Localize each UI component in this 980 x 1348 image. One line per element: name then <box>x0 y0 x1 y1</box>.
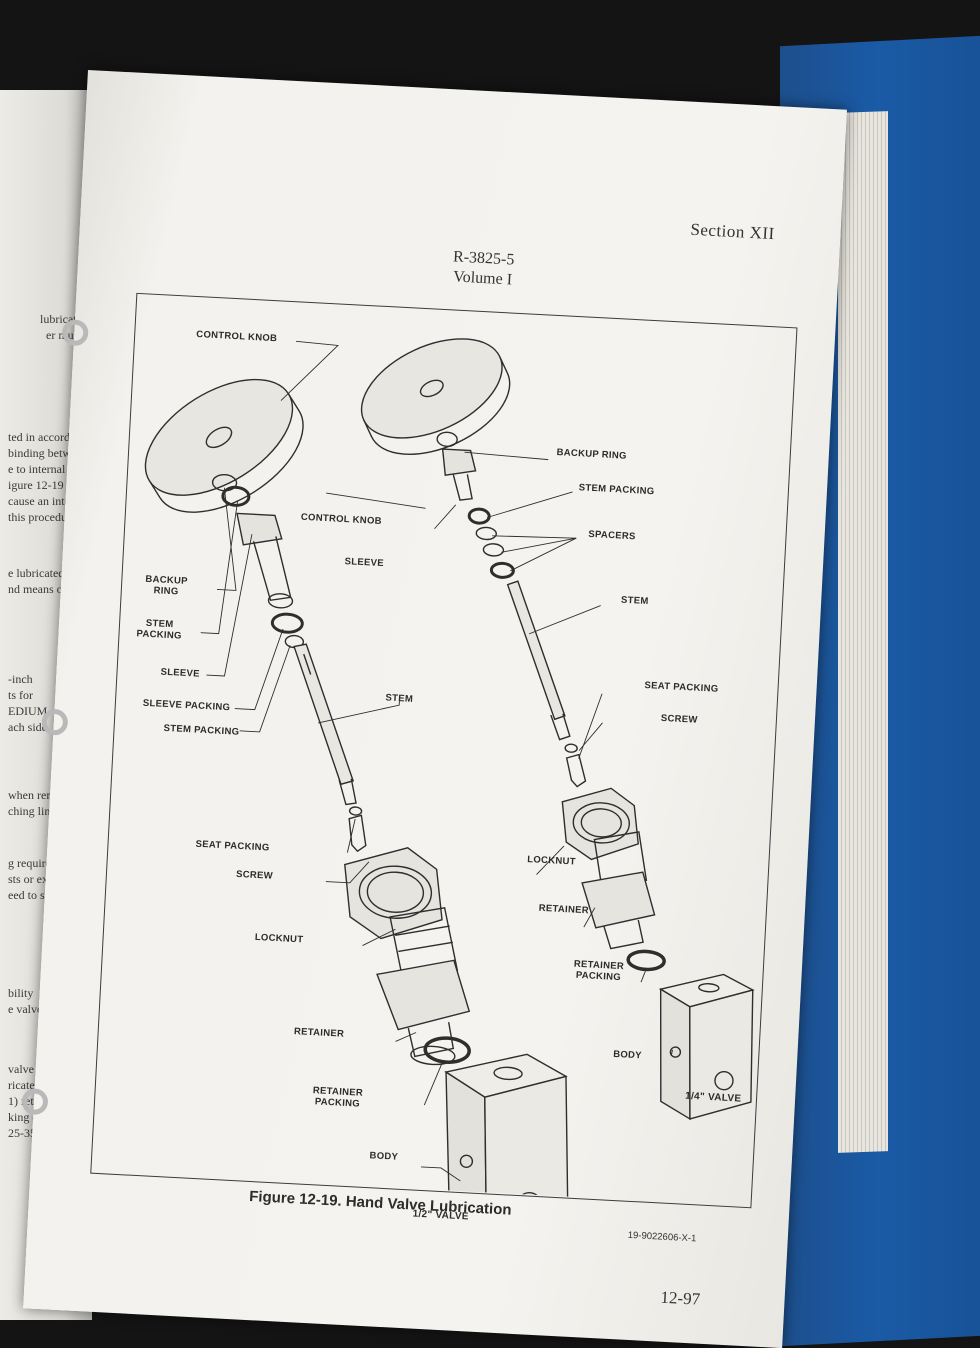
document-page: Section XII R-3825-5 Volume I <box>21 70 847 1348</box>
left-text-line: igure 12-19 for <box>8 478 81 492</box>
spacer-drawing <box>489 561 515 579</box>
stem-packing-right-drawing <box>467 507 491 525</box>
callout-sleeve-right: SLEEVE <box>344 556 385 570</box>
left-text-line: e valve <box>8 1002 43 1016</box>
stem-packing-left-drawing <box>221 485 251 507</box>
retainer-packing-right-drawing <box>626 949 666 972</box>
left-text-line: -inch <box>8 672 33 686</box>
exploded-view-drawing <box>144 338 755 1207</box>
callout-retainer-packing-left: RETAINER PACKING <box>312 1085 364 1110</box>
retainer-right-drawing <box>581 831 656 950</box>
seat-packing-right-drawing <box>564 743 578 753</box>
document-title: R-3825-5 Volume I <box>407 245 559 293</box>
left-text-line: bility <box>8 986 34 1000</box>
control-knob-left-drawing <box>144 378 304 513</box>
page-number: 12-97 <box>660 1287 701 1309</box>
binder-ring <box>21 1087 49 1116</box>
callout-sleeve-left: SLEEVE <box>160 666 201 680</box>
binder-ring <box>41 708 69 736</box>
callout-retainer-packing-right: RETAINER PACKING <box>573 958 625 984</box>
stem-left-drawing <box>293 643 357 806</box>
retainer-packing-left-drawing <box>423 1036 471 1064</box>
sleeve-left-drawing <box>236 512 294 609</box>
sleeve-packing-drawing <box>270 612 304 634</box>
screw-right-drawing <box>565 753 587 788</box>
binder-ring <box>61 319 89 347</box>
control-knob-right-drawing <box>360 338 511 455</box>
backup-ring-right-drawing <box>436 431 458 448</box>
callout-body-left: BODY <box>369 1150 399 1163</box>
callout-backup-ring-left: BACKUP RING <box>145 573 189 598</box>
spacer-drawing <box>482 543 505 557</box>
retainer-left-drawing <box>376 907 471 1066</box>
callout-screw-right: SCREW <box>660 712 698 726</box>
callout-stem-left: STEM <box>385 692 414 705</box>
callout-stem-right: STEM <box>620 594 649 608</box>
left-text-line: EDIUM <box>8 704 48 718</box>
callout-body-right: BODY <box>612 1048 643 1062</box>
body-left-drawing <box>444 1053 569 1207</box>
left-text-line: ach side <box>8 720 47 734</box>
locknut-right-drawing <box>561 787 640 861</box>
seat-packing-left-drawing <box>348 806 363 816</box>
callout-stem-packing-left: STEM PACKING <box>136 617 182 642</box>
stem-right-drawing <box>506 580 571 741</box>
sleeve-right-drawing <box>441 448 477 501</box>
left-text-line: ts for <box>8 688 33 702</box>
screw-left-drawing <box>348 814 367 853</box>
section-header: Section XII <box>689 219 776 244</box>
body-right-drawing <box>658 973 755 1121</box>
locknut-left-drawing <box>344 847 443 940</box>
drawing-number: 19-9022606-X-1 <box>627 1229 697 1245</box>
callout-screw-left: SCREW <box>235 868 274 882</box>
page-stack-edges <box>838 111 888 1153</box>
spacer-drawing <box>475 526 497 541</box>
